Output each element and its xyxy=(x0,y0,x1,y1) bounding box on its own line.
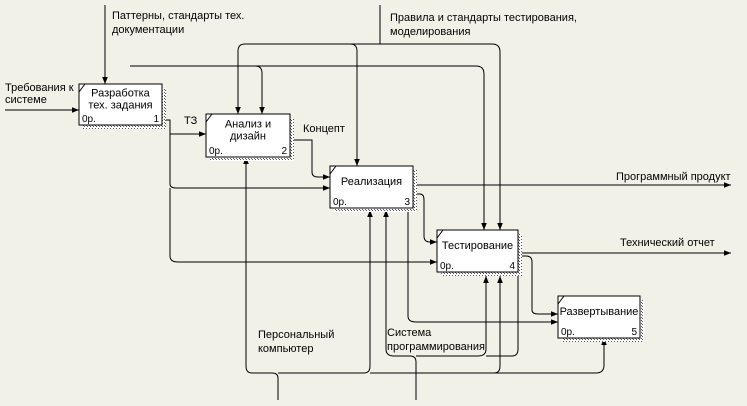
box-title: Реализация xyxy=(341,176,402,188)
arrow-mech-computer xyxy=(243,157,279,400)
box-cost: 0р. xyxy=(209,146,223,157)
box-number: 1 xyxy=(153,114,159,125)
box-number: 2 xyxy=(281,146,287,157)
label-line: документации xyxy=(112,24,184,36)
arrow-rail-top xyxy=(130,65,487,230)
activity-box-4: Тестирование 0р. 4 xyxy=(436,229,522,276)
label-tz: ТЗ xyxy=(184,115,198,127)
arrow-mech-computer-b4 xyxy=(490,276,503,374)
label-mech-progsys: Система программирования xyxy=(387,327,485,353)
box-corner-mark xyxy=(329,165,337,175)
label-output-product: Программный продукт xyxy=(616,171,731,183)
box-title: дизайн xyxy=(230,131,266,143)
box-frame xyxy=(557,295,641,339)
arrow-b4-b5 xyxy=(518,255,558,317)
arrows xyxy=(5,5,731,400)
label-concept: Концепт xyxy=(303,123,345,135)
box-frame xyxy=(329,165,414,209)
box-corner-mark xyxy=(557,295,565,305)
label-line: Система xyxy=(387,327,432,339)
box-title: Разработка xyxy=(91,88,151,100)
activity-box-5: Развертывание 0р. 5 xyxy=(557,295,644,342)
box-title: тех. задания xyxy=(88,100,152,112)
label-control-rules: Правила и стандарты тестирования, модели… xyxy=(390,12,577,38)
label-line: моделирования xyxy=(390,26,470,38)
arrow-mech-progsys-b4 xyxy=(416,276,489,357)
box-corner-mark xyxy=(205,113,213,123)
label-line: Персональный xyxy=(258,329,334,341)
arrow-tz-down xyxy=(169,120,330,191)
label-line: Паттерны, стандарты тех. xyxy=(112,10,244,22)
label-line: программирования xyxy=(387,341,485,353)
arrow-mech-progsys xyxy=(383,210,417,400)
label-line: системе xyxy=(5,94,47,106)
arrow-control-rules-b3 xyxy=(349,43,380,166)
box-cost: 0р. xyxy=(82,114,96,125)
box-cost: 0р. xyxy=(333,197,347,208)
arrow-mech-computer-b3 xyxy=(278,210,373,374)
box-number: 4 xyxy=(509,261,515,272)
box-corner-mark xyxy=(78,83,86,93)
activity-box-3: Реализация 0р. 3 xyxy=(329,165,417,212)
label-line: Требования к xyxy=(5,82,74,94)
box-title: Тестирование xyxy=(442,240,513,252)
box-number: 3 xyxy=(404,197,410,208)
arrow-control-rules xyxy=(235,5,381,114)
arrow-rail-b5 xyxy=(407,208,558,325)
label-control-patterns: Паттерны, стандарты тех. документации xyxy=(112,10,244,36)
box-cost: 0р. xyxy=(561,327,575,338)
box-title: Развертывание xyxy=(560,306,639,318)
arrow-mech-computer-b5 xyxy=(370,338,607,374)
box-corner-mark xyxy=(436,229,444,239)
arrow-b3-b4 xyxy=(413,193,437,245)
label-line: Правила и стандарты тестирования, xyxy=(390,12,577,24)
arrow-mech-progsys-b5 xyxy=(486,270,519,357)
box-title: Анализ и xyxy=(225,119,271,131)
arrow-tz-down2 xyxy=(169,188,437,265)
arrow-concept xyxy=(290,139,330,180)
label-line: компьютер xyxy=(258,343,313,355)
box-frame xyxy=(205,113,291,158)
arrow-control-rules-b4 xyxy=(380,43,503,230)
label-mech-computer: Персональный компьютер xyxy=(258,329,334,355)
label-input-requirements: Требования к системе xyxy=(5,82,74,106)
box-cost: 0р. xyxy=(440,261,454,272)
arrow-rail-top-b2 xyxy=(254,65,265,114)
label-output-report: Технический отчет xyxy=(620,237,715,249)
box-frame xyxy=(436,229,519,273)
box-frame xyxy=(78,83,163,126)
box-number: 5 xyxy=(631,327,637,338)
